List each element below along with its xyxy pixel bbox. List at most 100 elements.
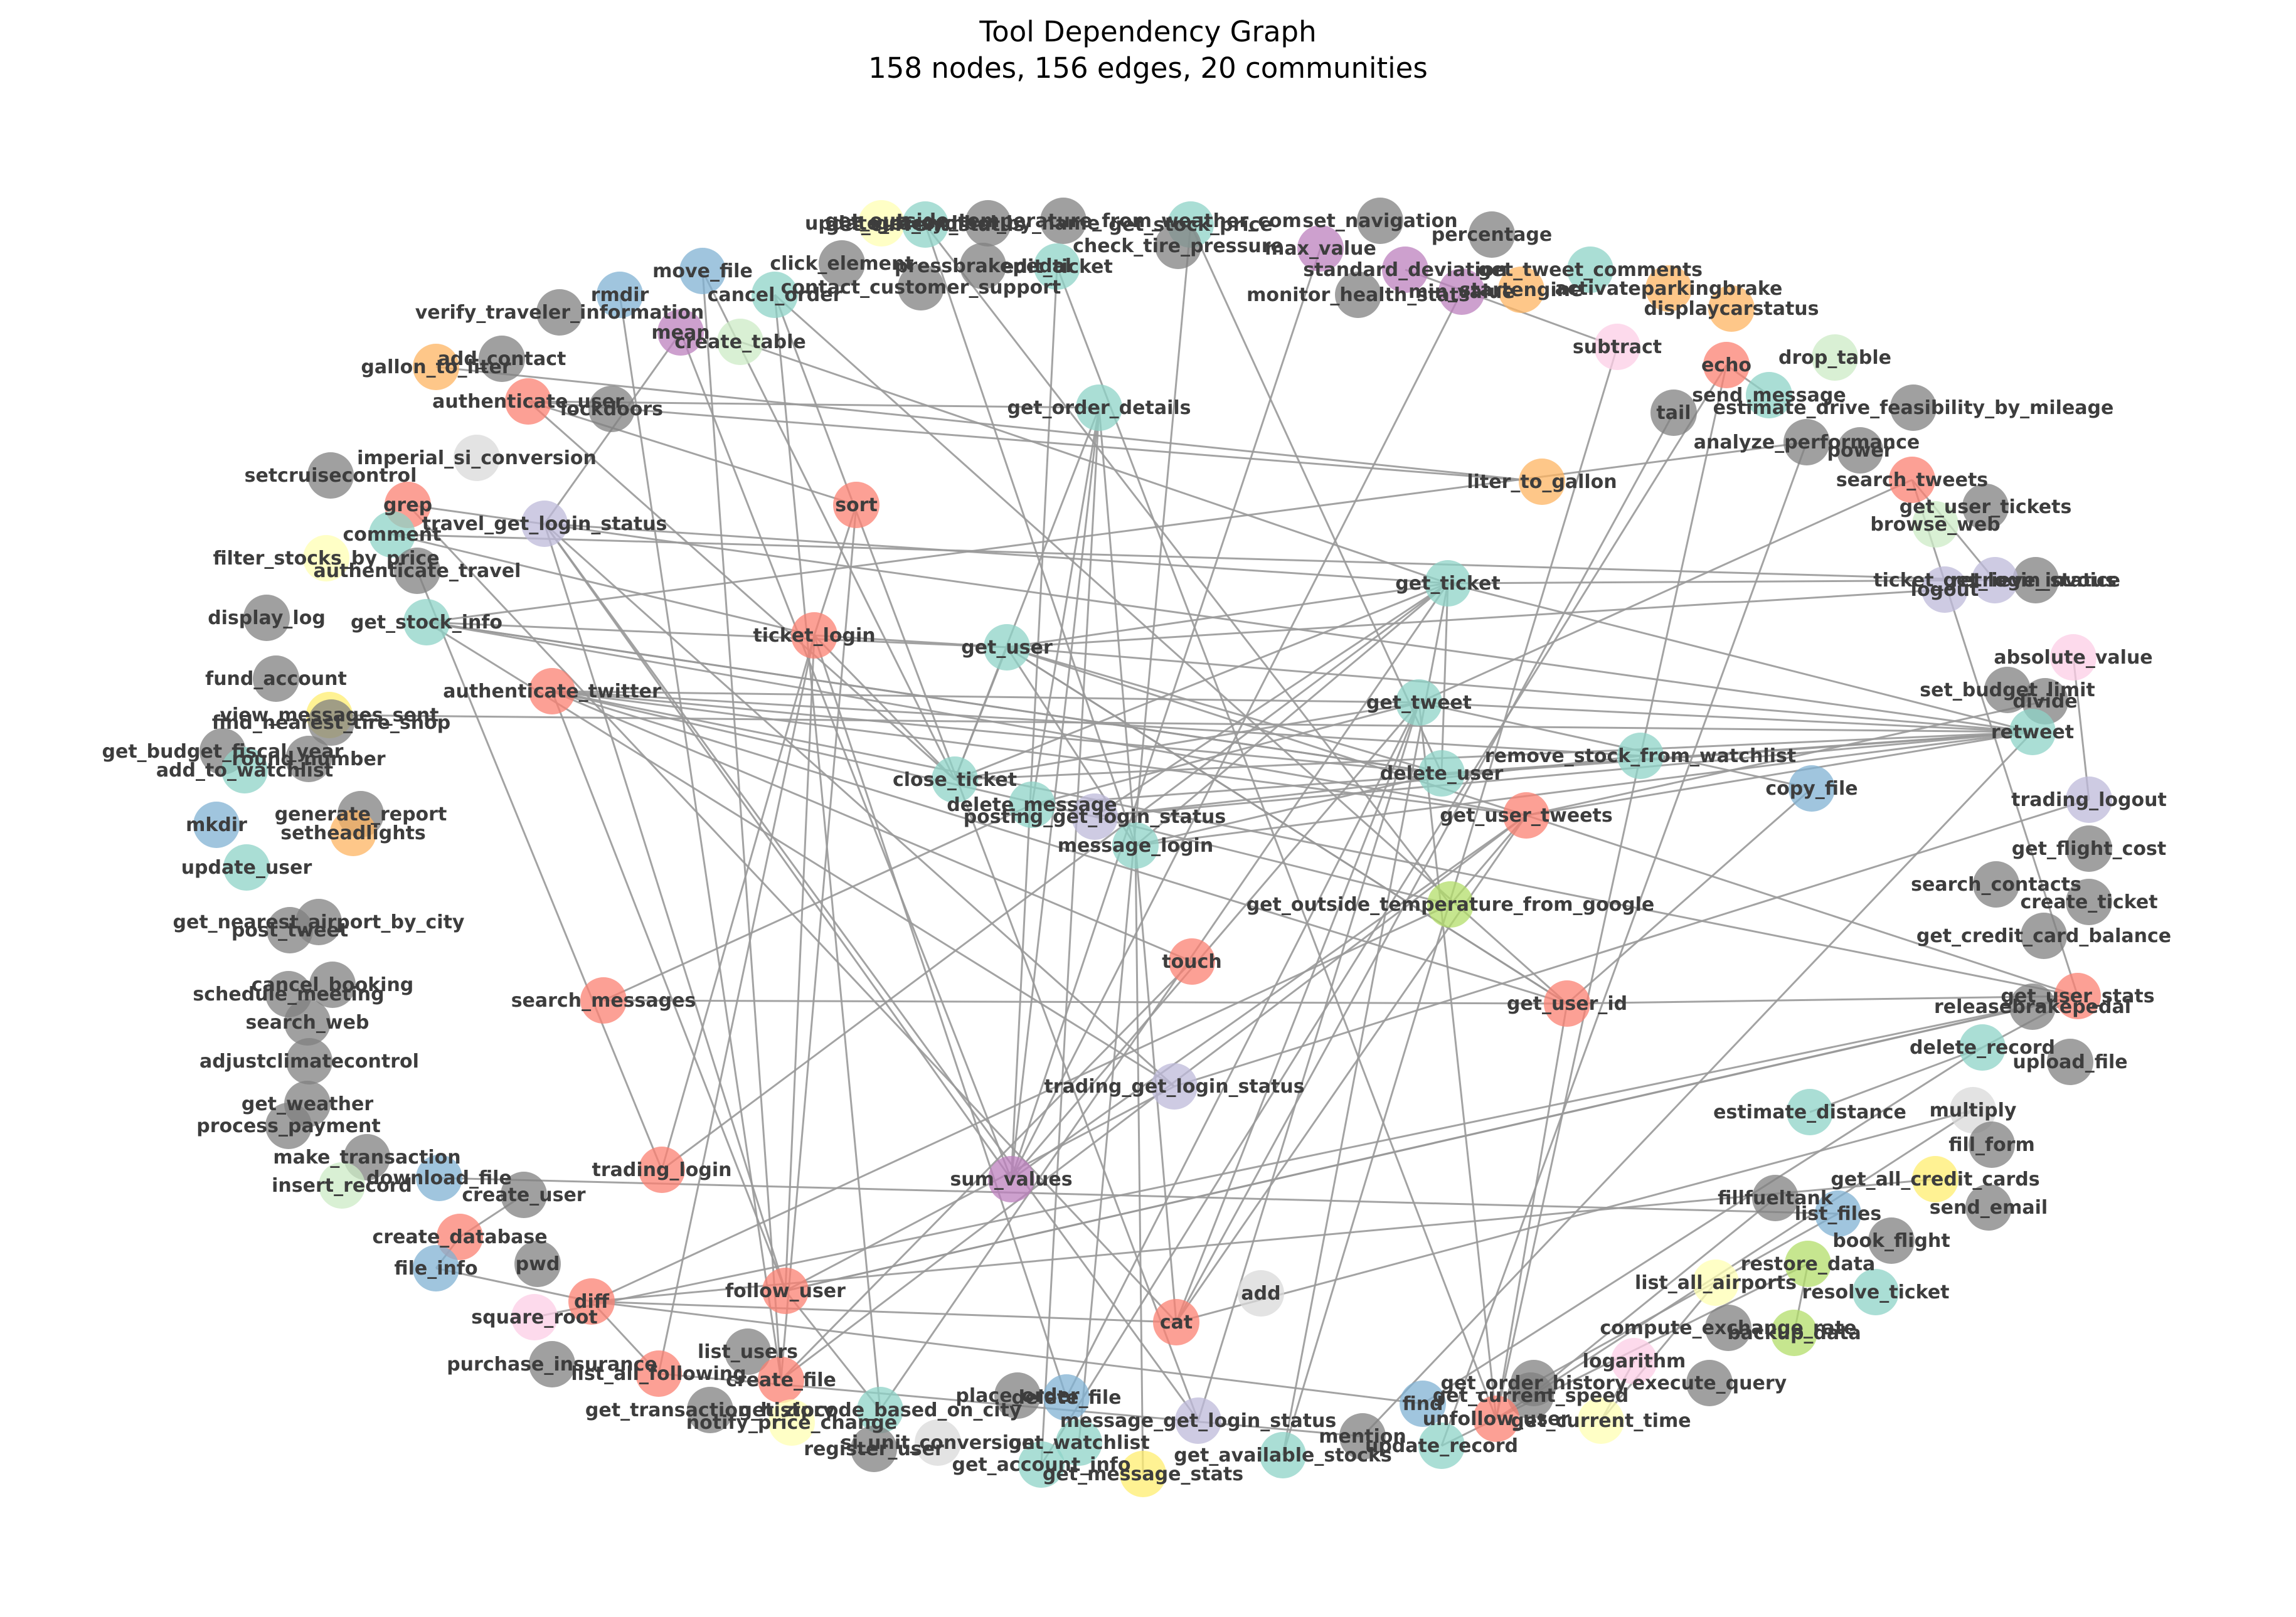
node-label-authenticate_travel: authenticate_travel	[314, 560, 521, 582]
edge-remove_stock_from_watchlist-posting_get_login_status	[1094, 755, 1641, 818]
node-label-diff: diff	[574, 1291, 610, 1313]
edge-diff-find	[591, 1300, 1423, 1405]
node-label-subtract: subtract	[1573, 336, 1662, 358]
node-label-delete_file: delete_file	[1011, 1387, 1121, 1409]
node-label-update_record: update_record	[1365, 1435, 1518, 1457]
node-lockdoors	[588, 386, 635, 432]
edge-ticket_login-follow_user	[784, 635, 816, 1291]
node-label-get_all_credit_cards: get_all_credit_cards	[1831, 1169, 2039, 1190]
node-label-close_ticket: close_ticket	[893, 769, 1017, 791]
edge-posting_get_login_status-authenticate_twitter	[551, 690, 1095, 818]
node-label-activateparkingbrake: activateparkingbrake	[1555, 278, 1783, 300]
edge-get_user-get_stock_info	[426, 621, 1007, 649]
node-label-message_get_login_status: message_get_login_status	[1060, 1410, 1337, 1432]
edge-delete_message-get_order_details	[1031, 407, 1100, 805]
edge-edit_ticket-sum_values	[1010, 266, 1058, 1180]
edge-fillfueltank-get_current_speed	[1530, 1197, 1776, 1397]
node-label-follow_user: follow_user	[725, 1280, 846, 1302]
node-diff	[568, 1278, 615, 1325]
node-label-find_nearest_tire_shop: find_nearest_tire_shop	[212, 712, 450, 734]
node-book_flight	[1868, 1217, 1915, 1264]
edge-get_user_id-authenticate_twitter	[551, 690, 1568, 1005]
node-authenticate_twitter	[529, 668, 575, 714]
node-upload_file	[2047, 1039, 2093, 1085]
edge-multiply-cat	[1176, 1109, 1974, 1323]
edge-posting_get_login_status-get_outside_temperature_from_google	[1094, 815, 1451, 906]
node-label-get_ticket: get_ticket	[1395, 573, 1500, 595]
node-label-retweet: retweet	[1991, 721, 2074, 743]
node-tail	[1650, 390, 1697, 436]
node-label-logout: logout	[1911, 579, 1979, 601]
node-fillfueltank	[1752, 1175, 1799, 1221]
node-get_transaction_history	[687, 1387, 733, 1433]
edge-unfollow_user-get_tweet	[1418, 702, 1497, 1419]
edge-search_tweets-get_user_stats	[1911, 479, 2079, 997]
node-label-percentage: percentage	[1432, 224, 1553, 246]
edge-create_file-rmdir	[619, 294, 782, 1381]
node-label-execute_query: execute_query	[1632, 1372, 1787, 1394]
edge-get_user-delete_user	[1006, 646, 1442, 775]
edge-retweet-view_messages_sent	[329, 714, 2033, 733]
node-get_watchlist	[1056, 1419, 1102, 1466]
edge-logout-get_user	[1006, 588, 1945, 649]
node-displaycarstatus	[1708, 285, 1755, 332]
node-label-multiply: multiply	[1930, 1100, 2017, 1121]
node-echo	[1703, 342, 1750, 388]
node-copy_file	[1788, 765, 1835, 812]
node-check_tire_pressure	[1155, 223, 1201, 269]
edge-get_ticket-delete_user	[1440, 583, 1449, 774]
node-setcruisecontrol	[307, 452, 354, 499]
node-label-notify_price_change: notify_price_change	[686, 1412, 897, 1434]
node-get_account_info	[1018, 1441, 1065, 1488]
node-authenticate_travel	[394, 548, 440, 594]
node-rmdir	[597, 272, 643, 318]
edge-create_file-move_file	[701, 270, 782, 1381]
edge-get_user_tweets-retweet	[1526, 731, 2033, 817]
node-label-process_payment: process_payment	[196, 1115, 380, 1137]
node-setheadlights	[330, 810, 376, 856]
node-label-analyze_performance: analyze_performance	[1694, 432, 1920, 453]
edge-delete_message-search_messages	[603, 803, 1033, 1002]
node-label-send_message: send_message	[1692, 384, 1846, 406]
node-label-mean: mean	[651, 322, 710, 344]
node-label-get_account_info: get_account_info	[952, 1454, 1131, 1476]
node-register_user	[851, 1426, 897, 1472]
node-label-resolve_ticket: resolve_ticket	[1802, 1281, 1949, 1303]
node-round_number	[285, 736, 332, 782]
edge-trading_login-authenticate_travel	[416, 570, 663, 1170]
node-notify_price_change	[768, 1399, 815, 1446]
node-label-list_users: list_users	[698, 1341, 798, 1363]
node-label-backup_data: backup_data	[1727, 1322, 1861, 1344]
node-label-add: add	[1241, 1283, 1280, 1305]
edge-get_user_id-get_user	[1006, 646, 1568, 1005]
node-add_contact	[479, 336, 525, 382]
node-get_user_id	[1544, 980, 1590, 1027]
node-label-si_unit_conversion: si_unit_conversion	[841, 1432, 1035, 1454]
edge-authenticate_twitter-get_user_stats	[551, 690, 2078, 997]
edge-retweet-mention	[1361, 731, 2034, 1438]
node-label-restore_data: restore_data	[1741, 1253, 1875, 1275]
node-pwd	[514, 1241, 561, 1287]
edge-trading_get_login_status-trading_logout	[1174, 798, 2090, 1088]
edge-copy_file-get_tweet	[1418, 701, 1812, 790]
node-label-displaycarstatus: displaycarstatus	[1644, 298, 1819, 320]
node-label-get_user_id: get_user_id	[1507, 993, 1627, 1015]
node-get_user_tweets	[1503, 792, 1549, 839]
node-get_user	[984, 624, 1030, 671]
node-label-authenticate_twitter: authenticate_twitter	[443, 681, 661, 702]
node-search_tweets	[1889, 457, 1935, 503]
edge-ticket_get_login_status-comment	[391, 533, 1996, 581]
node-get_user_stats	[2054, 973, 2101, 1019]
edge-touch-create_file	[780, 960, 1193, 1381]
node-mention	[1339, 1413, 1386, 1460]
edge-analyze_performance-update_record	[1440, 442, 1808, 1446]
node-label-get_outside_temperature_from_weather_com: get_outside_temperature_from_weather_com	[825, 210, 1302, 232]
edge-copy_file-get_user_id	[1566, 787, 1812, 1005]
node-label-place_order: place_order	[955, 1385, 1079, 1407]
edge-delete_record-find	[1422, 1046, 1983, 1405]
node-verify_traveler_information	[536, 289, 583, 336]
node-label-download_file: download_file	[366, 1167, 512, 1189]
node-releasebrakepedal	[2009, 983, 2056, 1030]
edge-get_ticket-ticket_get_login_status	[1447, 579, 1996, 585]
node-label-unfollow_user: unfollow_user	[1423, 1408, 1570, 1430]
